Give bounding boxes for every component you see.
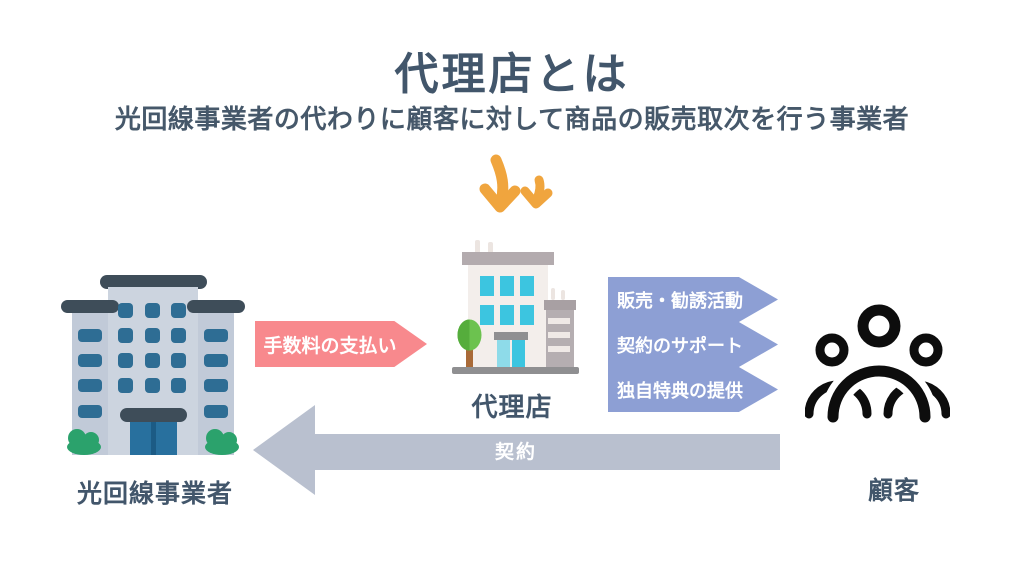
customer-label: 顧客	[867, 477, 920, 505]
people-group-icon	[805, 293, 950, 430]
agency-label: 代理店	[471, 392, 553, 422]
service-arrows: 販売・勧誘活動 契約のサポート 独自特典の提供	[608, 277, 778, 412]
page-title: 代理店とは	[394, 50, 630, 99]
service-arrow-sales: 販売・勧誘活動	[608, 277, 778, 322]
service-arrow-support-label: 契約のサポート	[617, 335, 743, 356]
service-arrow-benefits-label: 独自特典の提供	[617, 380, 743, 401]
office-building-icon	[58, 266, 248, 462]
contract-arrow-label: 契約	[494, 442, 537, 463]
contract-arrow	[250, 403, 782, 498]
provider-label: 光回線事業者	[76, 480, 233, 508]
commission-arrow-label: 手数料の支払い	[263, 335, 397, 357]
page-subtitle: 光回線事業者の代わりに顧客に対して商品の販売取次を行う事業者	[114, 104, 910, 134]
service-arrow-sales-label: 販売・勧誘活動	[617, 290, 743, 311]
service-arrow-benefits: 独自特典の提供	[608, 367, 778, 412]
commission-arrow: 手数料の支払い	[255, 321, 427, 367]
service-arrow-support: 契約のサポート	[608, 322, 778, 367]
down-arrows-icon	[468, 152, 560, 227]
small-building-icon	[448, 238, 583, 375]
